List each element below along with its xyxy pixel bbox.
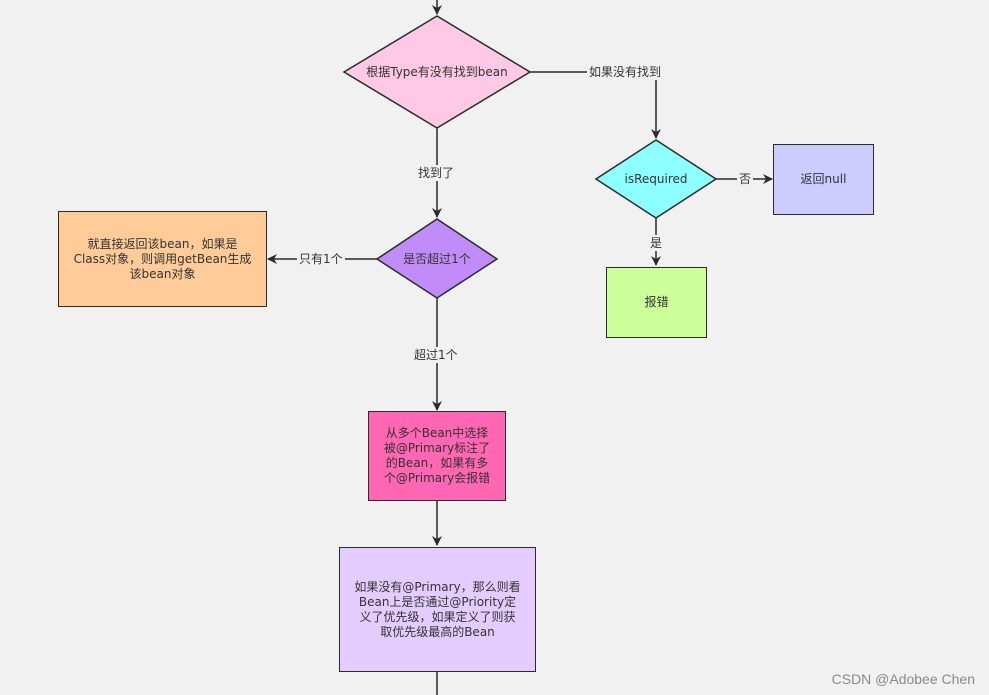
edge-label-more-than-one: 超过1个: [412, 347, 460, 363]
watermark: CSDN @Adobee Chen: [831, 671, 975, 687]
edge-label-only-one: 只有1个: [297, 251, 345, 267]
return-null-box: 返回null: [773, 144, 874, 215]
return-direct-box: 就直接返回该bean，如果是Class对象，则调用getBean生成该bean对…: [58, 211, 267, 307]
decision-count-label: 是否超过1个: [403, 252, 471, 266]
decision-required-label: isRequired: [624, 172, 688, 186]
edge-not-found: [530, 71, 661, 139]
decision-count-diamond: [375, 218, 499, 299]
decision-required-diamond: [594, 139, 718, 219]
error-box: 报错: [606, 267, 707, 338]
decision-type-label: 根据Type有没有找到bean: [366, 65, 508, 79]
decision-type-diamond: [342, 15, 532, 129]
edge-label-not-found: 如果没有找到: [587, 64, 664, 80]
edge-label-yes: 是: [648, 235, 665, 251]
edge-label-found: 找到了: [416, 165, 457, 181]
edge-label-no: 否: [737, 171, 754, 187]
select-primary-box: 从多个Bean中选择被@Primary标注了的Bean，如果有多个@Primar…: [368, 411, 506, 501]
priority-box: 如果没有@Primary，那么则看Bean上是否通过@Priority定义了优先…: [339, 547, 536, 672]
